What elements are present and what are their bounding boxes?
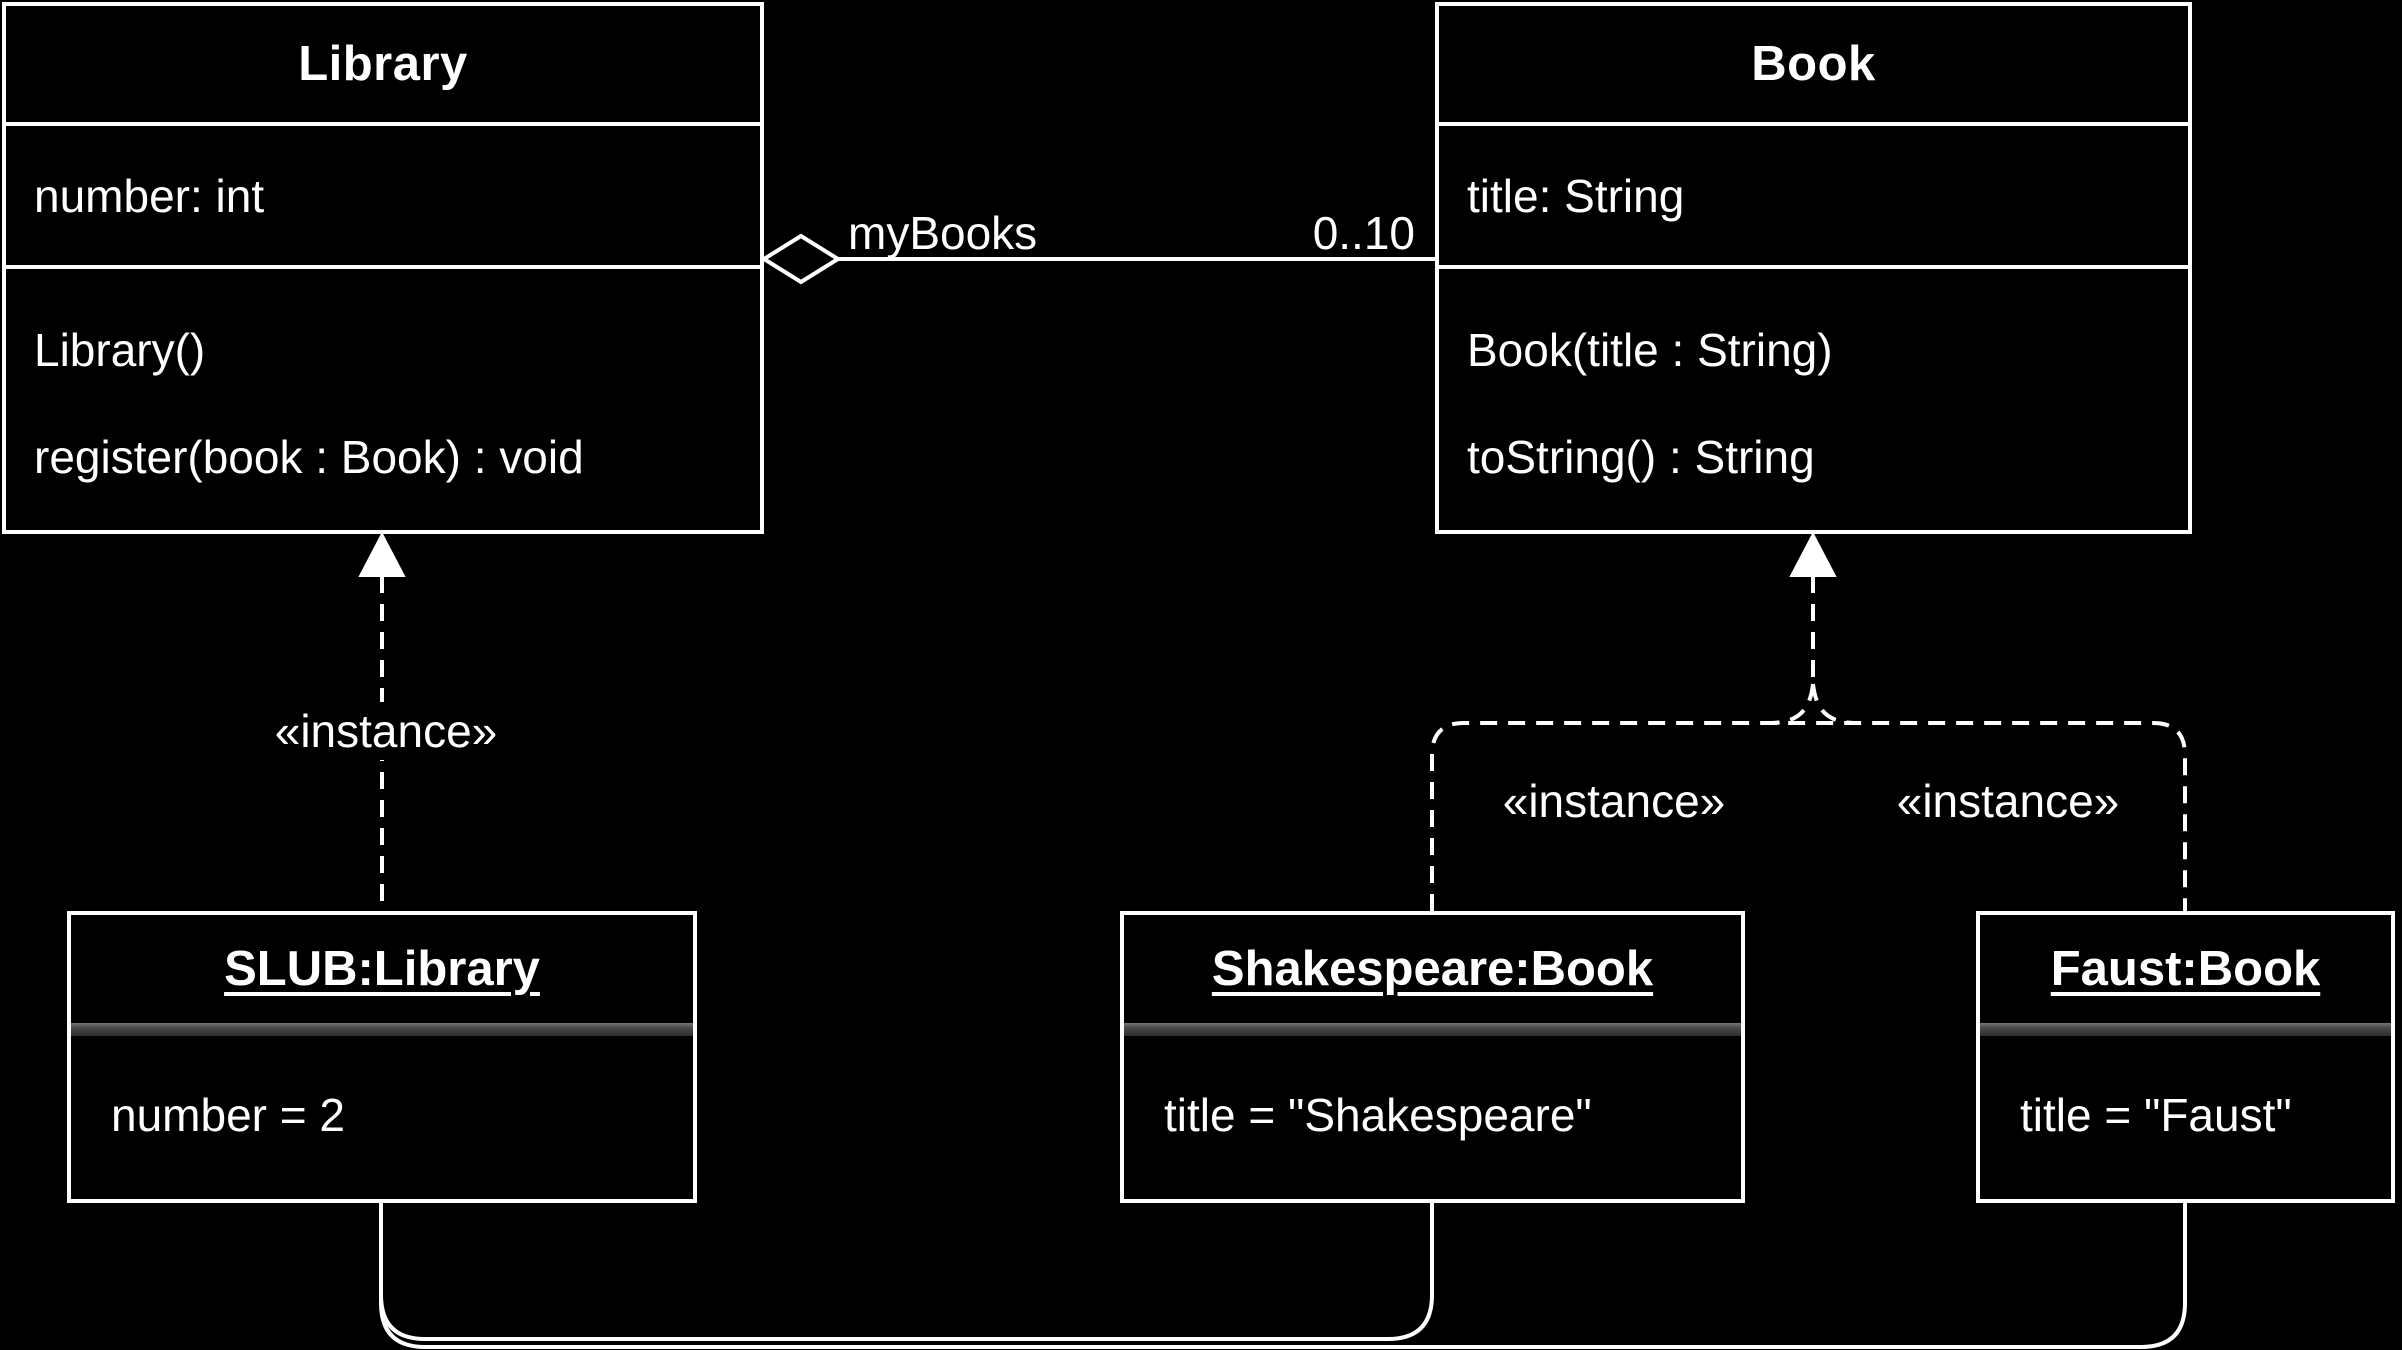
object-slot-slub: number = 2: [111, 1089, 345, 1141]
object-title-faust: Faust:Book: [1980, 915, 2391, 1023]
object-box-slub: SLUB:Library number = 2: [67, 911, 697, 1203]
stereotype-label-instance-right: «instance»: [1896, 775, 2120, 827]
class-title-library: Library: [6, 6, 760, 126]
stereotype-label-instance-middle: «instance»: [1502, 775, 1726, 827]
link-line-slub-shakespeare: [379, 1201, 1434, 1341]
aggregation-diamond-icon: [760, 233, 842, 285]
dependency-fork-left: [1771, 683, 1815, 725]
multiplicity-label: 0..10: [1312, 207, 1415, 259]
object-separator-band: [1124, 1023, 1741, 1036]
dependency-arrowhead-library: [358, 531, 406, 577]
object-title-text: SLUB:Library: [224, 942, 540, 996]
class-title-text: Book: [1751, 37, 1876, 91]
dependency-bracket-book-instances: [1430, 721, 2187, 911]
object-separator-band: [71, 1023, 693, 1036]
class-box-library: Library number: int Library() register(b…: [2, 2, 764, 534]
class-box-book: Book title: String Book(title : String) …: [1435, 2, 2192, 534]
object-box-faust: Faust:Book title = "Faust": [1976, 911, 2395, 1203]
object-title-text: Shakespeare:Book: [1211, 942, 1654, 996]
class-methods-book: Book(title : String) toString() : String: [1439, 269, 2188, 538]
class-attributes-book: title: String: [1439, 126, 2188, 269]
method-text: Library(): [34, 323, 206, 376]
object-slot-shakespeare: title = "Shakespeare": [1164, 1089, 1592, 1141]
class-title-text: Library: [298, 37, 468, 91]
stereotype-label-instance-left: «instance»: [178, 702, 594, 760]
class-attributes-library: number: int: [6, 126, 760, 269]
object-title-text: Faust:Book: [2050, 942, 2321, 996]
method-text: register(book : Book) : void: [34, 431, 584, 484]
class-title-book: Book: [1439, 6, 2188, 126]
object-slot-faust: title = "Faust": [2020, 1089, 2292, 1141]
attribute-text: title: String: [1467, 169, 1685, 222]
method-text: Book(title : String): [1467, 323, 1833, 376]
association-name-label: myBooks: [848, 207, 1038, 259]
dependency-arrowhead-book: [1789, 531, 1837, 577]
object-title-shakespeare: Shakespeare:Book: [1124, 915, 1741, 1023]
method-text: toString() : String: [1467, 431, 1815, 484]
attribute-text: number: int: [34, 169, 265, 222]
link-line-slub-faust: [379, 1201, 2187, 1349]
object-separator-band: [1980, 1023, 2391, 1036]
object-box-shakespeare: Shakespeare:Book title = "Shakespeare": [1120, 911, 1745, 1203]
class-methods-library: Library() register(book : Book) : void: [6, 269, 760, 538]
dependency-fork-right: [1811, 683, 1855, 725]
object-title-slub: SLUB:Library: [71, 915, 693, 1023]
